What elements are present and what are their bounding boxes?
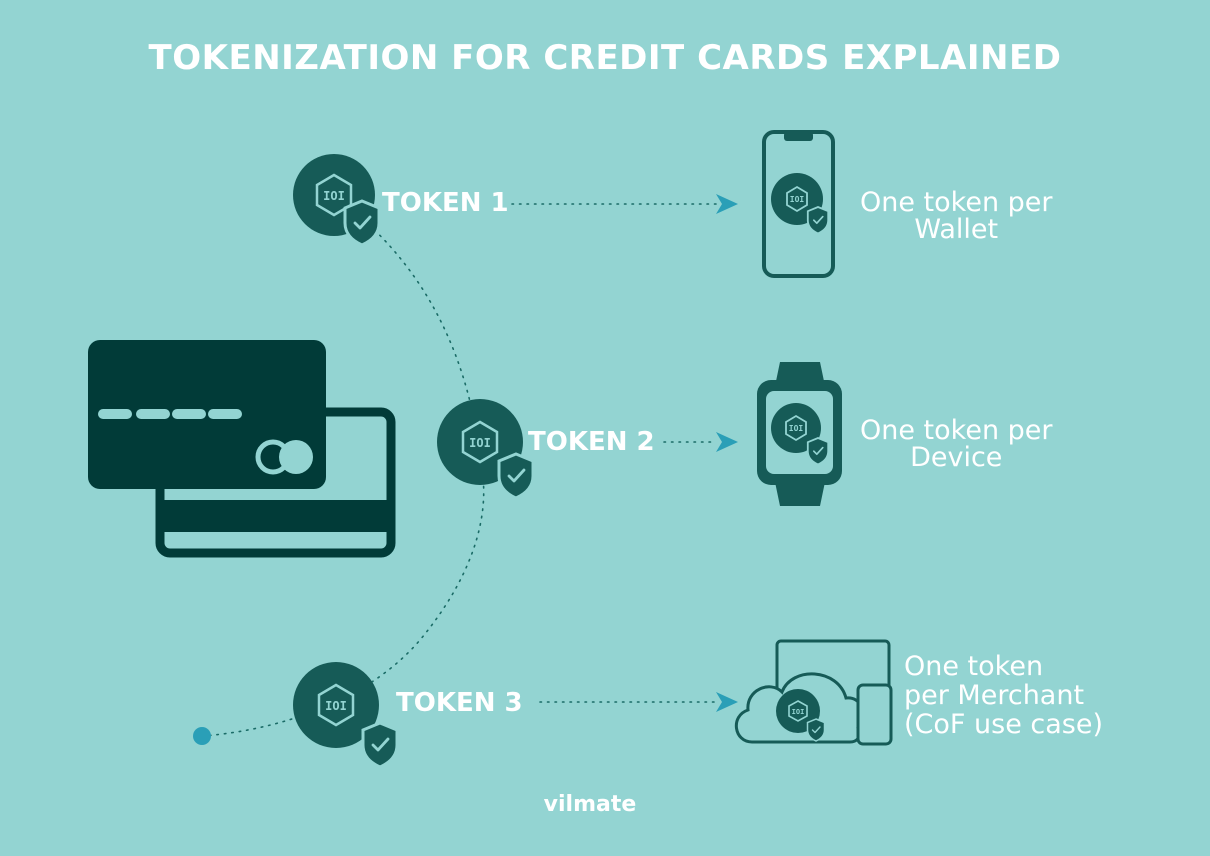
token-3-description: One token per Merchant (CoF use case) (904, 652, 1103, 739)
description-line: One token per (860, 415, 1053, 446)
description-line: Device (910, 442, 1003, 473)
svg-text:IOI: IOI (789, 424, 804, 433)
svg-text:IOI: IOI (790, 195, 805, 204)
page-title: TOKENIZATION FOR CREDIT CARDS EXPLAINED (148, 38, 1062, 78)
description-line: One token (904, 651, 1044, 682)
token-connection-curve (201, 219, 485, 737)
svg-text:IOI: IOI (469, 436, 491, 450)
start-dot (193, 727, 211, 745)
svg-text:IOI: IOI (792, 708, 805, 716)
token-2-description: One token per Device (860, 417, 1053, 471)
svg-text:IOI: IOI (325, 699, 347, 713)
token-2-label: TOKEN 2 (528, 427, 655, 457)
smartwatch-icon: IOI (757, 362, 842, 506)
token-2-icon: IOI (437, 399, 535, 500)
token-1-label: TOKEN 1 (382, 188, 509, 218)
description-line: One token per (860, 187, 1053, 218)
description-line: per Merchant (904, 680, 1085, 711)
brand-logo: vilmate (543, 792, 637, 817)
description-line: Wallet (914, 214, 999, 245)
token-1-description: One token per Wallet (860, 189, 1053, 243)
arrow-head-2 (716, 432, 738, 452)
cloud-devices-icon: IOI (735, 639, 893, 746)
credit-cards-icon (88, 340, 396, 558)
token-3-label: TOKEN 3 (396, 688, 523, 718)
token-3-icon: IOI (293, 662, 399, 769)
arrow-head-1 (716, 194, 738, 214)
arrow-head-3 (716, 692, 738, 712)
description-line: (CoF use case) (904, 709, 1103, 740)
svg-text:IOI: IOI (323, 189, 345, 203)
token-1-icon: IOI (293, 154, 381, 247)
smartphone-icon: IOI (762, 130, 835, 278)
